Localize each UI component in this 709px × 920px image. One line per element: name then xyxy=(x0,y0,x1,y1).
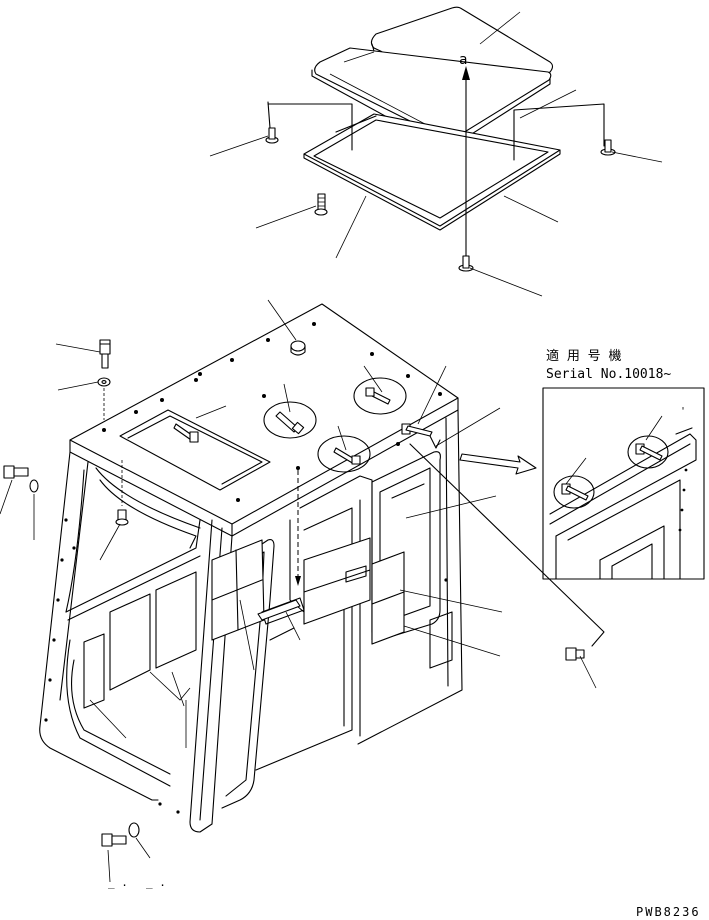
arrow-label: a xyxy=(459,52,467,68)
cab-roof-top xyxy=(69,303,459,537)
interior-trim-panels xyxy=(83,537,405,709)
bolt-left-wall xyxy=(115,509,129,526)
detail-leader-left xyxy=(565,457,587,485)
bolt-top-right xyxy=(600,139,616,156)
bottom-mark-right: _ . xyxy=(146,876,166,889)
detail-tick-mark: ' xyxy=(680,406,686,417)
leader-lines-top xyxy=(209,11,663,297)
floor-bracket xyxy=(257,599,301,641)
detail-direction-arrow xyxy=(459,453,537,475)
detail-inset-box xyxy=(542,387,705,580)
serial-range: Serial No.10018~ xyxy=(546,367,671,382)
cab-left-wall xyxy=(39,451,201,801)
bolt-top-left-cab xyxy=(99,339,111,369)
mounting-holes xyxy=(44,322,448,814)
detail-leader-right xyxy=(645,415,663,441)
serial-heading: 適 用 号 機 xyxy=(546,348,621,364)
bolt-bottom-left xyxy=(101,833,127,847)
detail-bolt-left xyxy=(553,475,595,509)
callout-bracket-right xyxy=(513,103,605,161)
roof-bolt-a xyxy=(263,401,317,439)
washer-bottom-left xyxy=(128,822,140,838)
cover-seal-frame xyxy=(303,113,561,231)
callout-bracket-cab-right xyxy=(409,443,605,647)
bolt-left-side xyxy=(3,465,29,479)
leader-lines-cab xyxy=(0,299,597,883)
roof-bolt-c xyxy=(317,435,371,473)
roof-plug xyxy=(290,340,306,356)
washer-top-left-cab xyxy=(97,377,111,387)
cab-rear-wall xyxy=(255,475,373,771)
bolt-right-side xyxy=(565,647,585,661)
drawing-code: PWB8236 xyxy=(636,905,701,919)
roof-bolt-e xyxy=(401,423,441,449)
roof-bolt-b xyxy=(353,377,407,415)
reference-arrow-a: a xyxy=(459,52,470,257)
washer-left-side xyxy=(29,479,39,493)
detail-bolt-right xyxy=(627,435,669,469)
bolt-front xyxy=(314,193,328,216)
bolt-top-left xyxy=(265,101,279,144)
roof-bolt-d xyxy=(173,423,199,443)
bottom-mark-left: _ . xyxy=(108,876,128,889)
callout-bracket-left xyxy=(267,103,353,151)
